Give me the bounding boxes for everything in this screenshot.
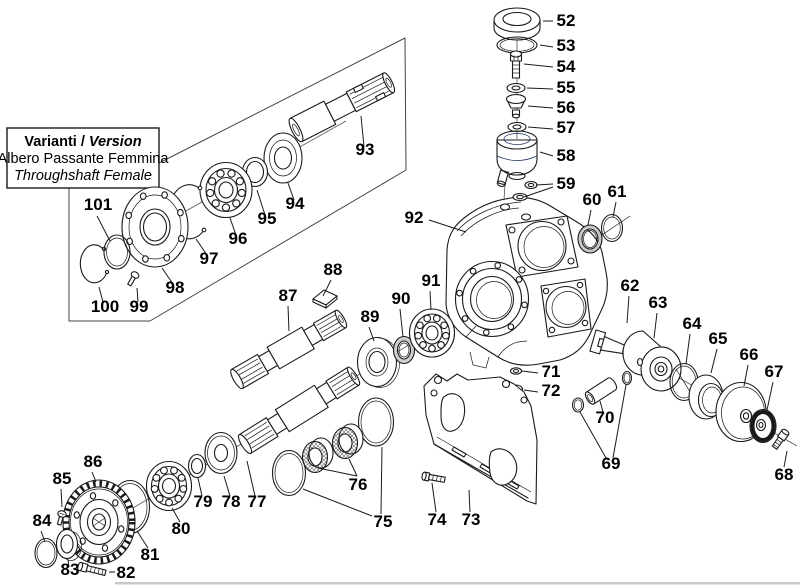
part-label-77: 77 (248, 492, 267, 511)
part-56-valve (505, 93, 527, 119)
part-label-95: 95 (258, 209, 277, 228)
part-label-84: 84 (33, 511, 52, 530)
part-label-63: 63 (649, 293, 668, 312)
part-label-88: 88 (324, 260, 343, 279)
variant-line-english: Throughshaft Female (14, 168, 152, 184)
part-74-bolt (421, 471, 446, 483)
part-89-washer (356, 336, 400, 388)
part-63-piston (622, 330, 682, 392)
part-label-67: 67 (765, 362, 784, 381)
part-92-pump-body (445, 196, 608, 369)
part-label-52: 52 (557, 11, 576, 30)
part-85-screw (56, 510, 67, 526)
part-label-86: 86 (84, 452, 103, 471)
part-label-85: 85 (53, 469, 72, 488)
part-55-washer (506, 82, 526, 94)
part-60-seal (577, 224, 603, 254)
part-label-79: 79 (194, 492, 213, 511)
variant-line-italian: Albero Passante Femmina (0, 151, 169, 167)
part-label-97: 97 (200, 249, 219, 268)
part-73-bracket (423, 373, 538, 505)
part-label-72: 72 (542, 381, 561, 400)
part-label-69: 69 (602, 454, 621, 473)
part-87-shaft (230, 309, 348, 390)
part-59-nut-and-washer (512, 180, 538, 202)
part-label-96: 96 (229, 229, 248, 248)
part-78-washer (204, 431, 238, 475)
part-label-68: 68 (775, 465, 794, 484)
part-label-54: 54 (557, 57, 576, 76)
part-label-99: 99 (130, 297, 149, 316)
part-labels: 52 53 54 55 56 57 58 59 60 61 62 63 64 6… (33, 11, 794, 582)
part-label-59: 59 (557, 174, 576, 193)
part-label-78: 78 (222, 492, 241, 511)
part-label-61: 61 (608, 182, 627, 201)
part-79-ring (187, 453, 207, 479)
part-label-57: 57 (557, 118, 576, 137)
variant-region-boundary (68, 37, 407, 322)
part-label-93: 93 (356, 140, 375, 159)
variant-version-box: Varianti / Version Albero Passante Femmi… (0, 127, 169, 189)
part-54-screw (509, 50, 523, 79)
part-label-55: 55 (557, 78, 576, 97)
part-61-o-ring (600, 213, 624, 243)
part-label-100: 100 (91, 297, 119, 316)
part-label-62: 62 (621, 276, 640, 295)
part-label-65: 65 (709, 329, 728, 348)
part-label-58: 58 (557, 146, 576, 165)
part-71-nut (509, 367, 523, 375)
part-label-90: 90 (392, 289, 411, 308)
part-label-66: 66 (740, 345, 759, 364)
part-label-98: 98 (166, 278, 185, 297)
part-label-82: 82 (117, 563, 136, 582)
part-label-91: 91 (422, 271, 441, 290)
part-label-74: 74 (428, 510, 447, 529)
part-label-75: 75 (374, 512, 393, 531)
part-label-60: 60 (583, 190, 602, 209)
variant-title: Varianti / Version (24, 134, 141, 150)
part-99-screw (127, 271, 140, 287)
part-83-ring (55, 528, 82, 561)
part-label-94: 94 (286, 194, 305, 213)
part-93-shaft (288, 72, 396, 143)
part-52-plug-cap (493, 7, 541, 41)
part-88-key (312, 289, 338, 309)
part-80-bearing (145, 460, 193, 512)
part-70-pin (584, 377, 618, 405)
part-label-71: 71 (542, 362, 561, 381)
part-58-oil-reservoir (496, 130, 538, 187)
part-label-70: 70 (596, 408, 615, 427)
part-label-89: 89 (361, 307, 380, 326)
part-76-needle-cages (301, 423, 364, 473)
part-label-80: 80 (172, 519, 191, 538)
part-label-64: 64 (683, 314, 702, 333)
part-101-o-ring (103, 234, 131, 270)
part-84-o-ring (34, 537, 58, 569)
page-edge-line (115, 582, 800, 585)
part-75-o-rings (271, 397, 395, 497)
part-96-bearing (199, 161, 253, 219)
part-label-87: 87 (279, 286, 298, 305)
part-label-53: 53 (557, 36, 576, 55)
part-label-81: 81 (141, 545, 160, 564)
part-94-washer (263, 132, 303, 184)
part-label-76: 76 (349, 475, 368, 494)
part-68-bolt (771, 428, 790, 450)
part-90-seal (392, 335, 416, 365)
part-98-flange (121, 186, 189, 268)
leader-lines (40, 20, 788, 573)
part-91-bearing (408, 308, 456, 358)
part-77-shaft (237, 366, 361, 455)
part-69-o-rings (571, 370, 633, 413)
part-67-valve-disc (749, 408, 777, 444)
part-label-56: 56 (557, 98, 576, 117)
part-label-92: 92 (405, 208, 424, 227)
part-label-83: 83 (61, 560, 80, 579)
part-82-bolt (77, 561, 107, 577)
part-65-support-ring (688, 374, 725, 420)
part-label-73: 73 (462, 510, 481, 529)
part-label-101: 101 (84, 195, 112, 214)
part-57-washer (507, 121, 527, 133)
